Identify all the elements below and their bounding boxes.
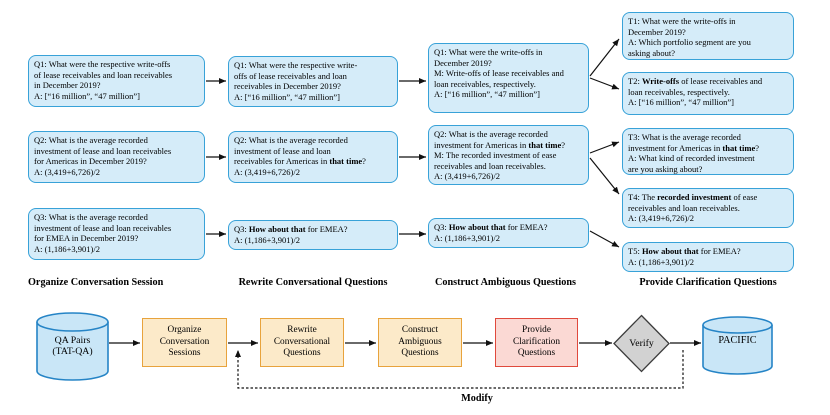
solid-arrows [109,38,701,346]
cylinder-body [36,322,109,381]
arrow-c3q3-t5 [589,230,620,248]
column-label-construct: Construct Ambiguous Questions [435,277,576,288]
cylinder-top [36,312,109,332]
modify-feedback-label: Modify [461,393,493,404]
cylinder-top [702,316,773,334]
arrow-c3q1-t1 [589,38,620,77]
qa-box-c2-q3: Q3: How about that for EMEA?A: (1,186+3,… [228,220,398,250]
pacific-cylinder-label: PACIFIC [718,334,757,346]
qa-box-c3-q3: Q3: How about that for EMEA?A: (1,186+3,… [428,218,589,248]
arrow-c3q1-t2 [589,77,620,90]
pacific-cylinder [702,316,773,375]
column-label-rewrite: Rewrite Conversational Questions [238,277,388,288]
cylinder-body [702,325,773,375]
qa-pairs-cylinder-label: QA Pairs(TAT-QA) [52,334,93,358]
arrow-c3q2-t3 [589,141,620,154]
arrow-c3q2-t4 [589,157,620,195]
verify-diamond-label: Verify [629,337,654,349]
column-label-provide: Provide Clarification Questions [639,277,777,288]
modify-feedback-dashed-arrow [235,350,684,389]
column-label-organize: Organize Conversation Session [28,277,164,288]
verify-diamond [613,314,670,373]
qa-box-c4-t5: T5: How about that for EMEA?A: (1,186+3,… [622,242,794,272]
qa-pairs-cylinder [36,312,109,381]
qa-box-c2-q1: Q1: What were the respective write-offs … [228,56,398,107]
